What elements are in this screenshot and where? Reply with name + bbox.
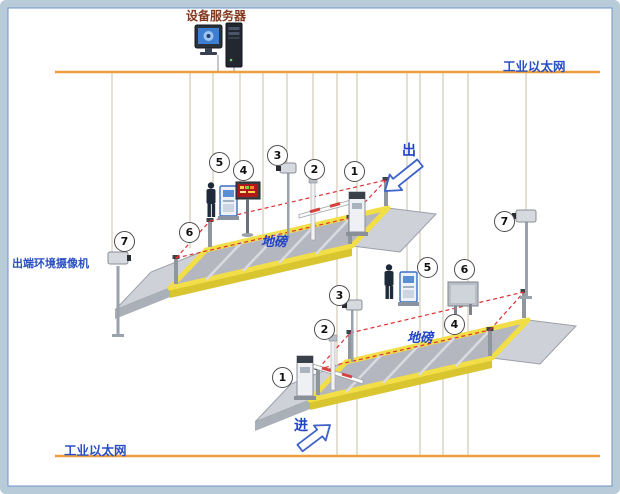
lower-led-display-icon <box>447 281 479 317</box>
upper-lane-camera-icon <box>276 162 297 239</box>
callout-upper-1: 1 <box>344 161 365 182</box>
upper-led-display-icon <box>235 181 261 237</box>
server-tower-icon <box>225 22 243 68</box>
callout-lower-3: 3 <box>329 285 350 306</box>
right-environment-camera-icon <box>512 209 537 299</box>
callout-upper-5: 5 <box>209 152 230 173</box>
callout-lower-1: 1 <box>272 367 293 388</box>
lower-kiosk-terminal-icon <box>398 271 419 306</box>
left-environment-camera-icon <box>107 251 131 337</box>
ethernet-bottom-label: 工业以太网 <box>64 443 127 458</box>
exit-label: 出 <box>402 143 416 159</box>
callout-upper-4: 4 <box>233 160 254 181</box>
lower-operator-person-icon <box>384 264 394 299</box>
lower-barrier-gate-icon <box>294 355 364 400</box>
exit-direction-arrow-icon <box>384 158 424 192</box>
callout-upper-2: 2 <box>304 159 325 180</box>
weighbridge-lower <box>254 289 578 431</box>
upper-operator-person-icon <box>206 182 216 217</box>
server-label: 设备服务器 <box>186 9 247 23</box>
callout-left-camera-7: 7 <box>114 231 135 252</box>
callout-upper-3: 3 <box>267 145 288 166</box>
weighbridge-upper-label: 地磅 <box>261 235 288 250</box>
monitor-icon <box>194 24 223 55</box>
callout-lower-2: 2 <box>314 319 335 340</box>
callout-right-camera-7: 7 <box>494 211 515 232</box>
weighbridge-lower-label: 地磅 <box>407 331 434 346</box>
callout-lower-4: 4 <box>444 314 465 335</box>
callout-lower-6: 6 <box>454 259 475 280</box>
server-station <box>194 22 243 71</box>
upper-barrier-gate-icon <box>298 191 368 236</box>
entry-label: 进 <box>294 418 308 434</box>
entry-direction-arrow-icon <box>296 424 331 453</box>
upper-kiosk-terminal-icon <box>218 185 239 220</box>
ethernet-top-label: 工业以太网 <box>503 59 566 74</box>
lower-lane-camera-icon <box>342 299 363 362</box>
exit-env-camera-label: 出端环境摄像机 <box>12 257 89 270</box>
callout-upper-6: 6 <box>179 222 200 243</box>
callout-lower-5: 5 <box>417 257 438 278</box>
